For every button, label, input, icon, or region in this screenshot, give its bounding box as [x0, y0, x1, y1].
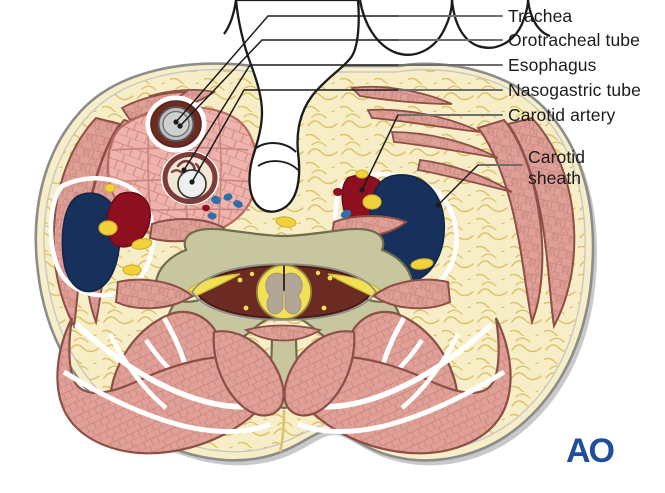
label-carotid-sheath-line-1: sheath	[528, 167, 582, 188]
label-carotid-sheath-line-0: Carotid	[528, 147, 586, 167]
label-carotid-artery: Carotid artery	[508, 105, 616, 125]
surgeon-hand-arcs	[223, 0, 551, 56]
carotid-sheath-left	[48, 176, 156, 298]
ao-logo: AO	[566, 432, 615, 470]
neck-cross-section	[34, 62, 598, 466]
muscle-group-right-lateral	[476, 116, 576, 330]
surgeon-finger	[234, 0, 360, 213]
esophagus	[161, 151, 219, 205]
label-trachea: Trachea	[508, 6, 573, 26]
label-orotracheal-tube: Orotracheal tube	[508, 30, 640, 50]
label-nasogastric-tube: Nasogastric tube	[508, 80, 641, 100]
leader-lines	[397, 15, 523, 166]
posterior-muscles	[56, 278, 512, 455]
leader-pointers	[173, 15, 479, 208]
label-esophagus: Esophagus	[508, 55, 597, 75]
